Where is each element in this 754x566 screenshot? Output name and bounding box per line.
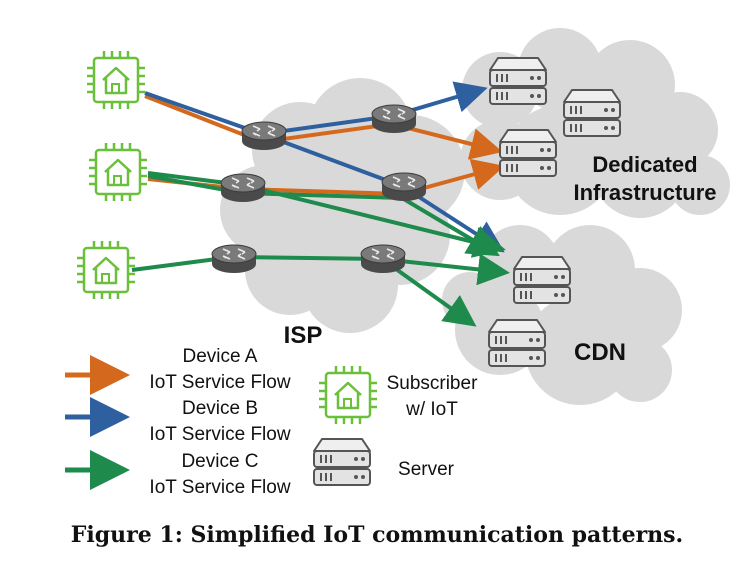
- legend-subscriber-icon: [317, 364, 379, 426]
- legend-server-label: Server: [398, 459, 455, 480]
- router-icon: [371, 104, 417, 134]
- server-icon: [563, 89, 621, 137]
- figure-caption: Figure 1: Simplified IoT communication p…: [70, 522, 684, 548]
- legend-device-c-line1: Device C: [181, 451, 258, 472]
- legend-device-b-line2: IoT Service Flow: [149, 424, 290, 445]
- isp-cloud: [220, 78, 465, 333]
- legend-device-a-line2: IoT Service Flow: [149, 372, 290, 393]
- legend-subscriber-line1: Subscriber: [387, 373, 478, 394]
- isp-label: ISP: [284, 322, 323, 349]
- legend-device-b-line1: Device B: [182, 398, 258, 419]
- legend-server-icon: [313, 438, 371, 486]
- server-icon: [513, 256, 571, 304]
- subscriber-device-a: [85, 49, 147, 111]
- legend-device-c-line2: IoT Service Flow: [149, 477, 290, 498]
- legend: Device A IoT Service Flow Device B IoT S…: [65, 346, 478, 498]
- cdn-label: CDN: [574, 339, 626, 366]
- router-icon: [381, 172, 427, 202]
- server-icon: [499, 129, 557, 177]
- router-icon: [360, 244, 406, 274]
- dedicated-label-line2: Infrastructure: [573, 180, 716, 205]
- server-icon: [488, 319, 546, 367]
- router-icon: [241, 121, 287, 151]
- router-icon: [220, 173, 266, 203]
- router-icon: [211, 244, 257, 274]
- cdn-cloud: [442, 225, 682, 405]
- subscriber-device-b: [87, 141, 149, 203]
- server-icon: [489, 57, 547, 105]
- legend-device-a-line1: Device A: [183, 346, 258, 367]
- subscriber-device-c: [75, 239, 137, 301]
- dedicated-label-line1: Dedicated: [592, 152, 697, 177]
- legend-subscriber-line2: w/ IoT: [405, 399, 458, 420]
